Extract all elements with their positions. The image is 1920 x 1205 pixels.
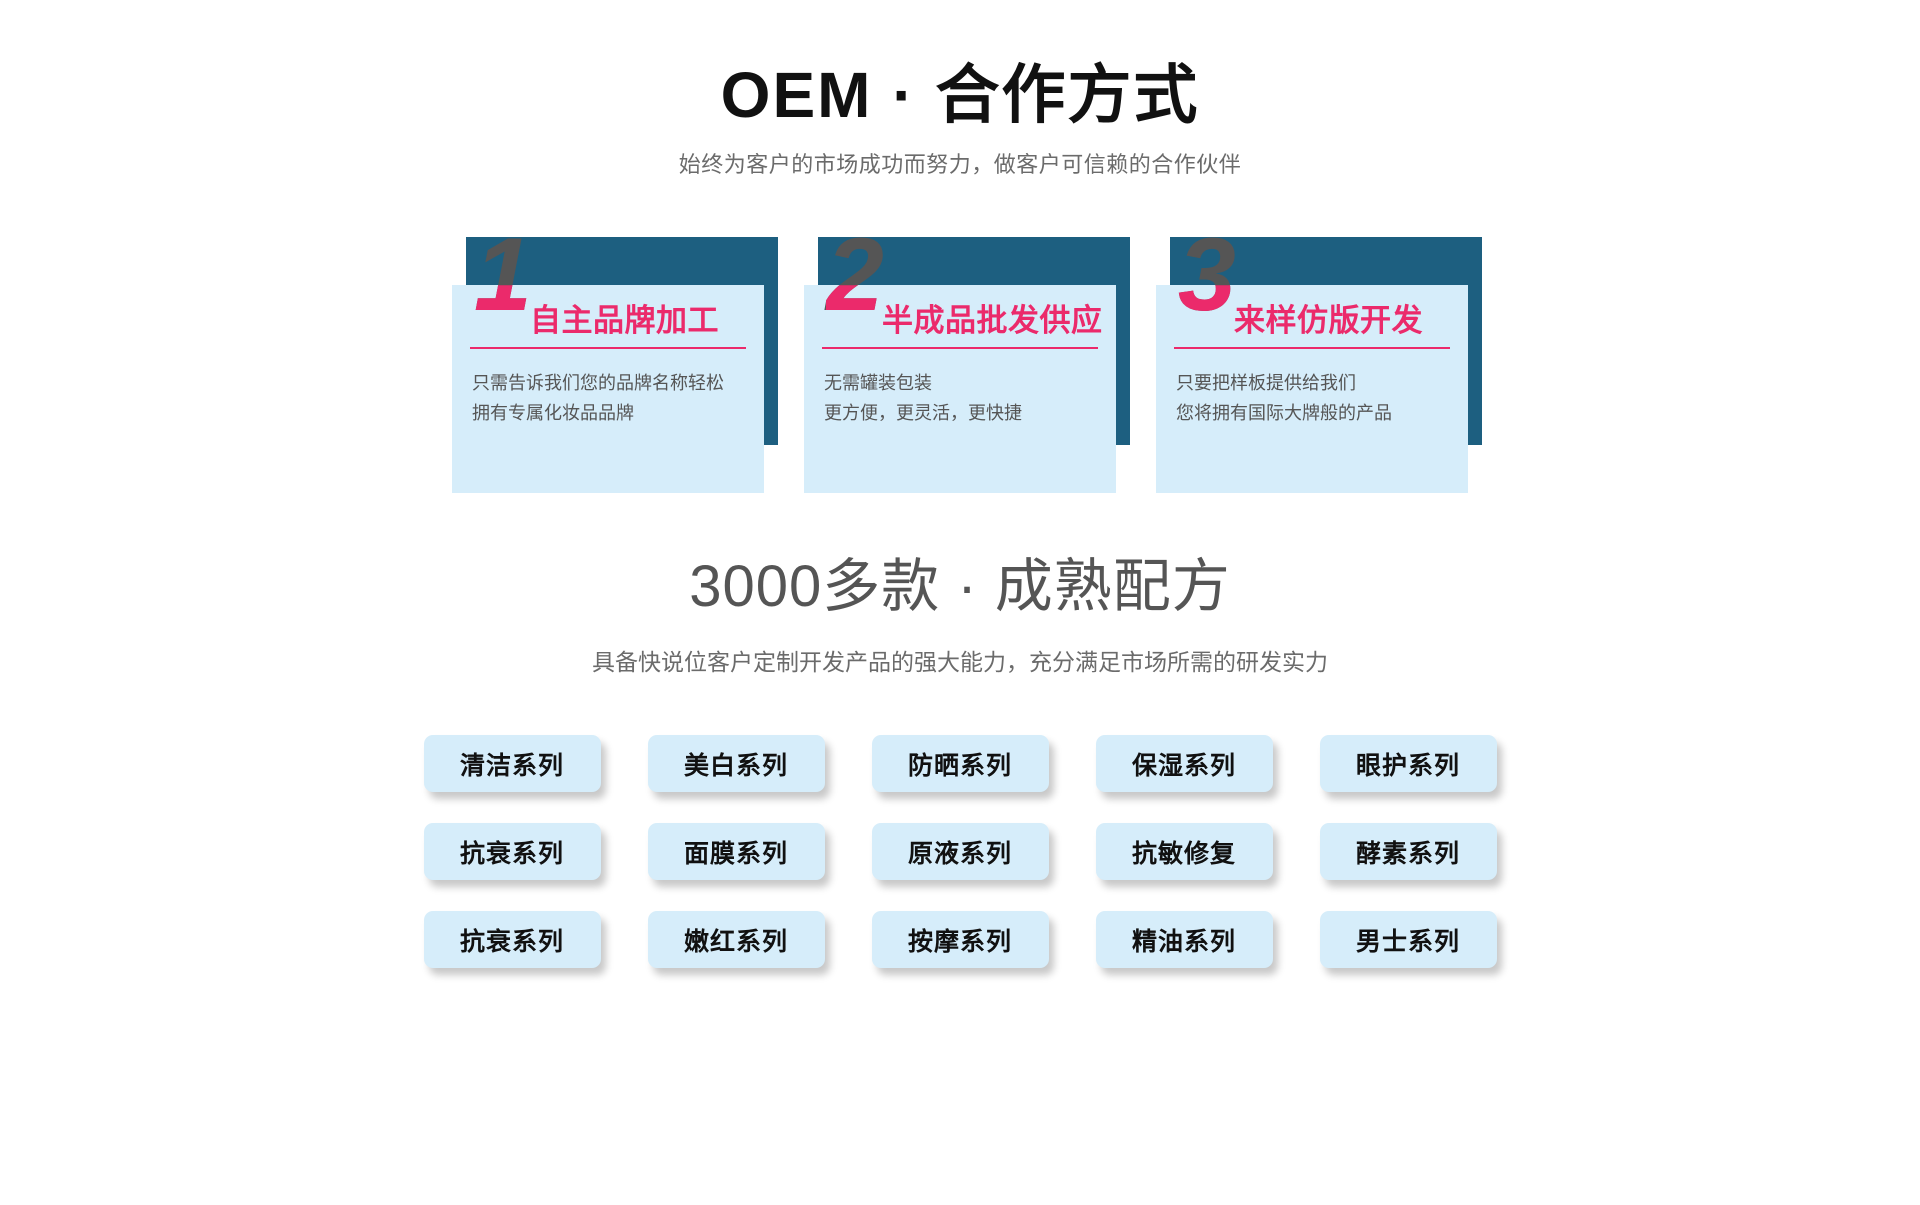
series-pill[interactable]: 男士系列 [1319, 911, 1497, 969]
series-pill[interactable]: 面膜系列 [647, 823, 825, 881]
card-divider [822, 347, 1098, 350]
card-body-line-2: 拥有专属化妆品品牌 [472, 402, 634, 423]
page-subtitle: 始终为客户的市场成功而努力，做客户可信赖的合作伙伴 [678, 152, 1242, 178]
series-pill[interactable]: 嫩红系列 [647, 911, 825, 969]
formula-title: 3000多款 · 成熟配方 [689, 554, 1231, 620]
card-number-bottom: 1 [474, 285, 532, 327]
card-number-top: 3 [1178, 217, 1236, 334]
oem-section: OEM · 合作方式 始终为客户的市场成功而努力，做客户可信赖的合作伙伴 1 1… [0, 0, 1920, 494]
formula-subtitle: 具备快说位客户定制开发产品的强大能力，充分满足市场所需的研发实力 [592, 649, 1328, 676]
card-body-3: 只要把样板提供给我们 您将拥有国际大牌般的产品 [1176, 369, 1452, 428]
series-pill[interactable]: 眼护系列 [1319, 735, 1497, 793]
series-pill[interactable]: 抗敏修复 [1095, 823, 1273, 881]
series-pill[interactable]: 保湿系列 [1095, 735, 1273, 793]
series-pill[interactable]: 抗衰系列 [423, 911, 601, 969]
card-title-2: 半成品批发供应 [882, 303, 1103, 339]
series-pill-row-1: 清洁系列 美白系列 防晒系列 保湿系列 眼护系列 [423, 735, 1497, 793]
card-divider [470, 347, 746, 350]
card-number-bottom: 2 [826, 285, 884, 327]
card-title-1: 自主品牌加工 [530, 303, 719, 339]
series-pill[interactable]: 按摩系列 [871, 911, 1049, 969]
card-body-line-1: 无需罐装包装 [824, 373, 932, 394]
card-body-line-2: 更方便，更灵活，更快捷 [824, 402, 1022, 423]
card-number-bottom: 3 [1178, 285, 1236, 327]
page-title: OEM · 合作方式 [720, 59, 1200, 131]
card-number-top: 2 [826, 217, 884, 334]
card-body-line-2: 您将拥有国际大牌般的产品 [1176, 402, 1392, 423]
formula-section: 3000多款 · 成熟配方 具备快说位客户定制开发产品的强大能力，充分满足市场所… [0, 539, 1920, 969]
card-body-2: 无需罐装包装 更方便，更灵活，更快捷 [824, 369, 1100, 428]
card-title-3: 来样仿版开发 [1234, 303, 1423, 339]
card-body-line-1: 只要把样板提供给我们 [1176, 373, 1356, 394]
card-surface [1156, 285, 1468, 494]
card-body-line-1: 只需告诉我们您的品牌名称轻松 [472, 373, 724, 394]
series-pill[interactable]: 精油系列 [1095, 911, 1273, 969]
card-surface [804, 285, 1116, 494]
card-divider [1174, 347, 1450, 350]
oem-card-3[interactable]: 3 3 来样仿版开发 只要把样板提供给我们 您将拥有国际大牌般的产品 [1156, 217, 1482, 494]
series-pill[interactable]: 美白系列 [647, 735, 825, 793]
series-pill-row-2: 抗衰系列 面膜系列 原液系列 抗敏修复 酵素系列 [423, 823, 1497, 881]
series-pill[interactable]: 清洁系列 [423, 735, 601, 793]
series-pill-row-3: 抗衰系列 嫩红系列 按摩系列 精油系列 男士系列 [423, 911, 1497, 969]
series-pill[interactable]: 原液系列 [871, 823, 1049, 881]
series-pill[interactable]: 酵素系列 [1319, 823, 1497, 881]
oem-card-2[interactable]: 2 2 半成品批发供应 无需罐装包装 更方便，更灵活，更快捷 [804, 217, 1130, 494]
card-number-top: 1 [474, 217, 532, 334]
card-surface [452, 285, 764, 494]
series-pill[interactable]: 防晒系列 [871, 735, 1049, 793]
series-pill[interactable]: 抗衰系列 [423, 823, 601, 881]
card-body-1: 只需告诉我们您的品牌名称轻松 拥有专属化妆品品牌 [472, 369, 748, 428]
oem-cards-row: 1 1 自主品牌加工 只需告诉我们您的品牌名称轻松 拥有专属化妆品品牌 2 2 [0, 217, 1920, 494]
series-pill-grid: 清洁系列 美白系列 防晒系列 保湿系列 眼护系列 抗衰系列 面膜系列 原液系列 … [0, 735, 1920, 969]
oem-card-1[interactable]: 1 1 自主品牌加工 只需告诉我们您的品牌名称轻松 拥有专属化妆品品牌 [452, 217, 778, 494]
